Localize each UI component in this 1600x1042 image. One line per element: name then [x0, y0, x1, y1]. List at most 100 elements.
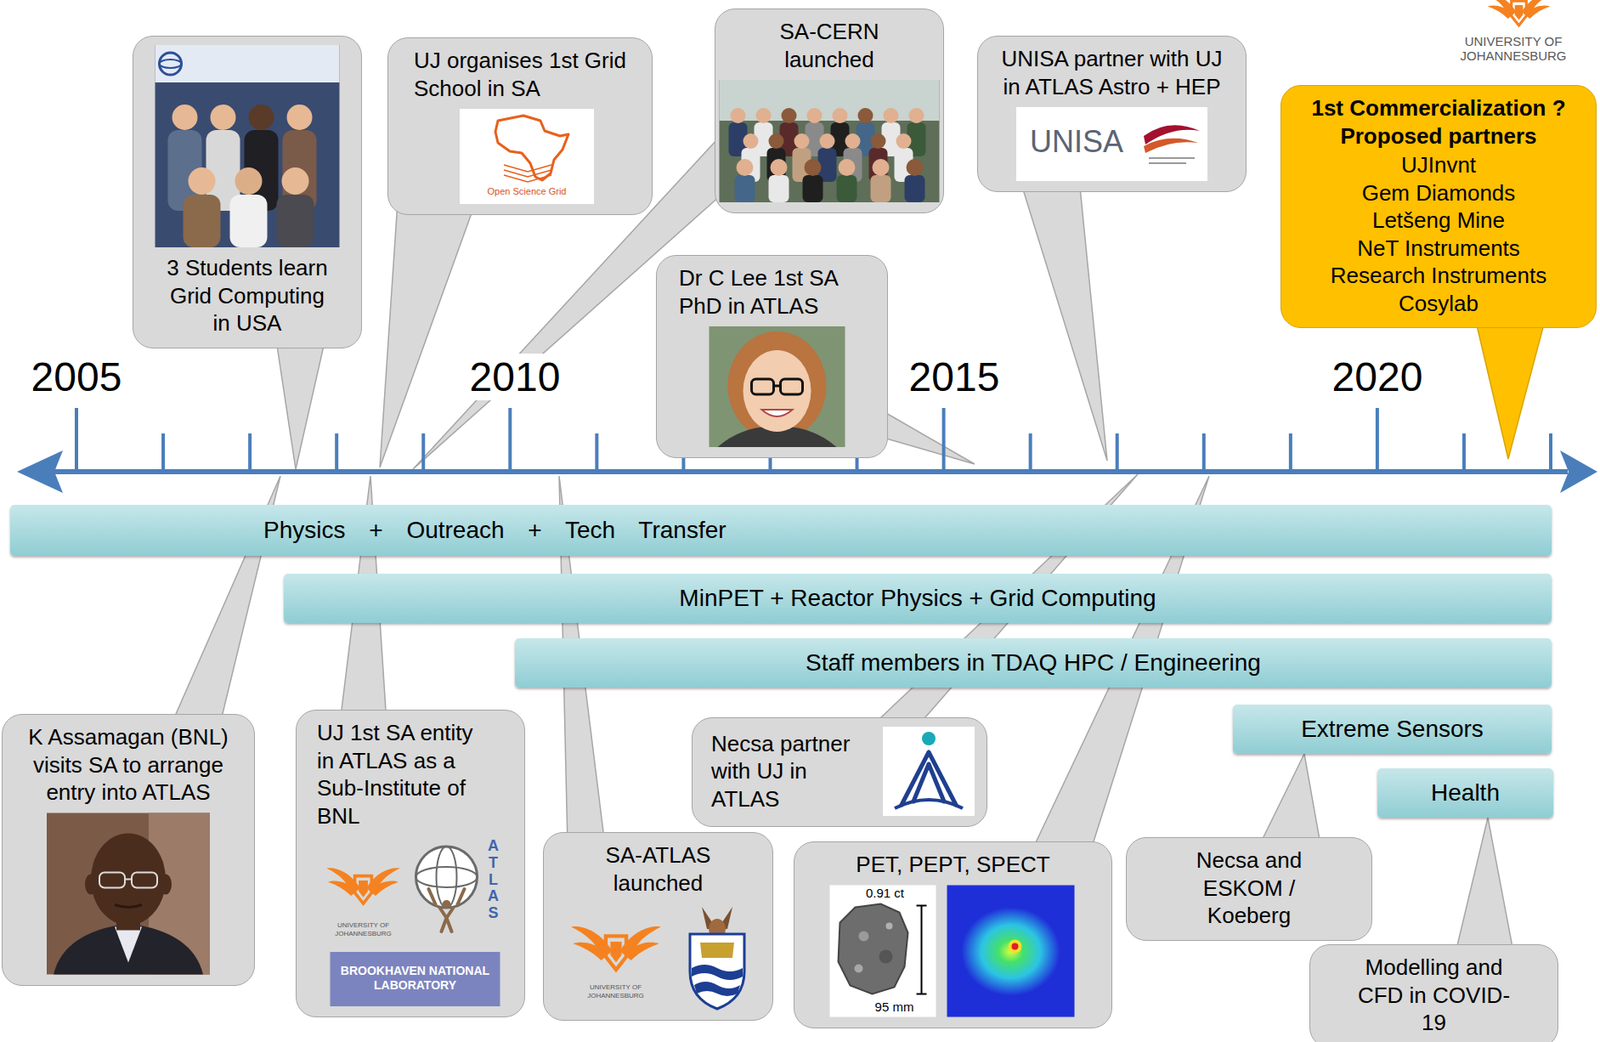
milestone-callout: Modelling and CFD in COVID-19 [1309, 944, 1559, 1042]
university-emblem [1486, 0, 1552, 26]
logo-text-anchor: UNIVERSITY OF JOHANNESBURG [1449, 33, 1578, 64]
callout-pointer [275, 334, 327, 470]
logo-text-anchor: Open Science Grid [459, 186, 594, 198]
logo-text-anchor: UNIVERSITY OF JOHANNESBURG [323, 921, 404, 938]
activity-band: Extreme Sensors [1232, 704, 1552, 754]
timeline-tick [594, 433, 599, 473]
timeline-tick [421, 433, 425, 473]
timeline-tick [1115, 433, 1120, 473]
band-text: Health [1430, 779, 1500, 807]
callout-pointer [1474, 314, 1547, 459]
milestone-callout: Necsa partner with UJ in ATLAS [691, 717, 988, 827]
timeline-tick [1028, 433, 1033, 473]
dimension-label-anchor: 95 mm [860, 999, 929, 1014]
callout-text: Dr C Lee 1st SA PhD in ATLAS [678, 264, 854, 320]
picture-slot [882, 726, 975, 816]
callout-text: PET, PEPT, SPECT [808, 850, 1098, 879]
logo-text-anchor: ATLAS [483, 837, 504, 922]
timeline-tick [74, 407, 79, 473]
milestone-callout: Dr C Lee 1st SA PhD in ATLAS [655, 254, 888, 458]
callout-text: UNISA partner with UJ in ATLAS Astro + H… [1000, 45, 1224, 101]
milestone-callout: Necsa and ESKOM / Koeberg [1125, 836, 1373, 941]
activity-band: Staff members in TDAQ HPC / Engineering [514, 638, 1552, 688]
band-text: MinPET + Reactor Physics + Grid Computin… [678, 584, 1156, 612]
logo-text: UNIVERSITY OF JOHANNESBURG [562, 983, 669, 1000]
logo-text: BROOKHAVEN NATIONAL LABORATORY [330, 963, 501, 993]
portrait-photo [46, 813, 210, 975]
callout-text: UJ 1st SA entity in ATLAS as a Sub-Insti… [316, 718, 492, 830]
milestone-callout: PET, PEPT, SPECT [793, 841, 1113, 1029]
partner-name: Gem Diamonds [1289, 179, 1589, 208]
partner-name: UJInvnt [1289, 151, 1589, 180]
year-label: 2015 [904, 353, 1006, 401]
milestone-callout: SA-CERN launched [714, 8, 945, 214]
callout-text: Necsa partner with UJ in ATLAS [711, 729, 873, 814]
year-label-anchor: 2010 [463, 353, 566, 401]
logo-text-anchor: BROOKHAVEN NATIONAL LABORATORY [330, 963, 501, 993]
callout-text: SA-ATLAS launched [582, 841, 735, 897]
activity-band: Health [1377, 768, 1554, 818]
timeline-tick [1202, 433, 1206, 473]
timeline-tick [248, 433, 252, 473]
logo-text: Open Science Grid [459, 186, 594, 198]
callout-text: Necsa and ESKOM / Koeberg [1159, 846, 1340, 930]
logo-text: UNIVERSITY OF JOHANNESBURG [1449, 33, 1578, 64]
necsa-logo [882, 726, 975, 816]
timeline-tick [1375, 407, 1380, 473]
diamond-scan-images [830, 885, 1075, 1018]
callout-pointer [379, 201, 476, 468]
picture-slot [830, 885, 1077, 1018]
logo-text-anchor: UNIVERSITY OF JOHANNESBURG [562, 983, 669, 1000]
callout-pointer [874, 406, 975, 464]
callout-text: 3 Students learn Grid Computing in USA [166, 254, 328, 338]
milestone-callout: K Assamagan (BNL) visits SA to arrange e… [1, 713, 255, 986]
callout-text: K Assamagan (BNL) visits SA to arrange e… [26, 723, 231, 807]
year-label-anchor: 2020 [1326, 353, 1429, 401]
logo-text: ATLAS [486, 837, 502, 922]
milestone-callout: UNISA partner with UJ in ATLAS Astro + H… [977, 35, 1247, 193]
partner-name: Cosylab [1289, 289, 1589, 318]
picture-slot [46, 813, 210, 975]
callout-text: UJ organises 1st Grid School in SA [413, 46, 628, 102]
band-text: Staff members in TDAQ HPC / Engineering [805, 649, 1261, 677]
picture-slot [155, 45, 340, 248]
band-text: Physics + Outreach + Tech Transfer [263, 516, 727, 544]
picture-slot [719, 79, 940, 203]
timeline-tick [508, 407, 512, 473]
callout-pointer [1019, 178, 1108, 461]
dimension-label-anchor: 0.91 ct [847, 885, 924, 900]
timeline-tick [334, 433, 339, 473]
partners-callout: 1st Commercialization ? Proposed partner… [1280, 84, 1597, 328]
callout-heading: 1st Commercialization ? Proposed partner… [1289, 94, 1589, 150]
team-photo [155, 45, 340, 248]
logo-text-anchor: UNISA [1029, 124, 1141, 159]
partner-name: Research Instruments [1289, 261, 1589, 290]
group-photo [719, 79, 940, 203]
portrait-photo [709, 326, 846, 447]
timeline-tick [1462, 433, 1466, 473]
callout-text: Modelling and CFD in COVID-19 [1346, 953, 1521, 1037]
partner-name: Letšeng Mine [1289, 206, 1589, 235]
year-label: 2020 [1327, 353, 1429, 401]
logo-text: UNISA [1029, 124, 1141, 159]
timeline-tick [942, 407, 946, 473]
activity-band: MinPET + Reactor Physics + Grid Computin… [283, 573, 1552, 623]
activity-band: Physics + Outreach + Tech Transfer [10, 504, 1552, 556]
grid-school-logo [459, 108, 594, 204]
partner-name: NeT Instruments [1289, 234, 1589, 263]
unisa-logo [1016, 107, 1208, 181]
callout-text: SA-CERN launched [757, 17, 902, 74]
dimension-label: 95 mm [860, 999, 929, 1014]
callout-pointer [1454, 817, 1515, 956]
dimension-label: 0.91 ct [847, 885, 924, 900]
year-label: 2005 [26, 353, 128, 401]
year-label-anchor: 2015 [903, 353, 1006, 401]
band-text: Extreme Sensors [1300, 715, 1484, 743]
picture-slot [709, 326, 846, 447]
timeline-tick [1289, 433, 1293, 473]
year-label: 2010 [464, 353, 566, 401]
callout-pointer [1257, 753, 1322, 849]
year-label-anchor: 2005 [25, 353, 128, 401]
milestone-callout: 3 Students learn Grid Computing in USA [132, 35, 362, 349]
